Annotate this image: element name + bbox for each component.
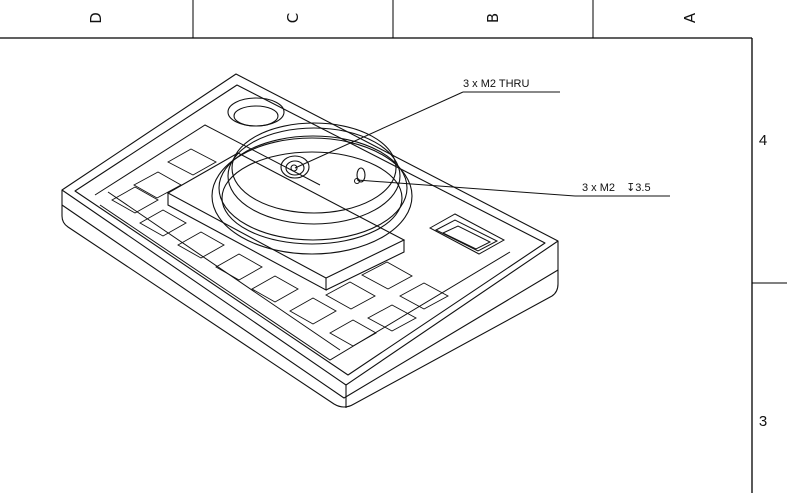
leader-depth-dot xyxy=(354,178,360,184)
callout-depth-spec: 3 x M2 xyxy=(582,182,616,194)
zone-label-row-3: 3 xyxy=(758,413,768,430)
zone-label-col-a: A xyxy=(681,12,699,24)
depth-symbol-icon: ↧ xyxy=(626,182,636,194)
zone-label-col-c: C xyxy=(284,12,302,24)
tray-pocket-outline xyxy=(94,124,511,361)
leader-depth xyxy=(356,179,576,197)
leader-thru xyxy=(294,91,464,169)
zone-label-col-b: B xyxy=(484,12,502,24)
leader-lines xyxy=(294,91,670,197)
center-dome xyxy=(211,122,413,255)
tray-body xyxy=(61,73,559,408)
callout-depth-value: 3.5 xyxy=(635,182,651,194)
callout-thru-holes: 3 x M2 THRU xyxy=(463,78,530,90)
zone-label-row-4: 4 xyxy=(758,132,768,149)
component-pockets xyxy=(111,148,449,347)
callout-depth-holes: 3 x M2 ↧3.5 xyxy=(582,181,651,194)
zone-label-col-d: D xyxy=(87,12,105,24)
right-rect-pocket xyxy=(428,213,506,255)
corner-round-hole xyxy=(227,97,285,127)
